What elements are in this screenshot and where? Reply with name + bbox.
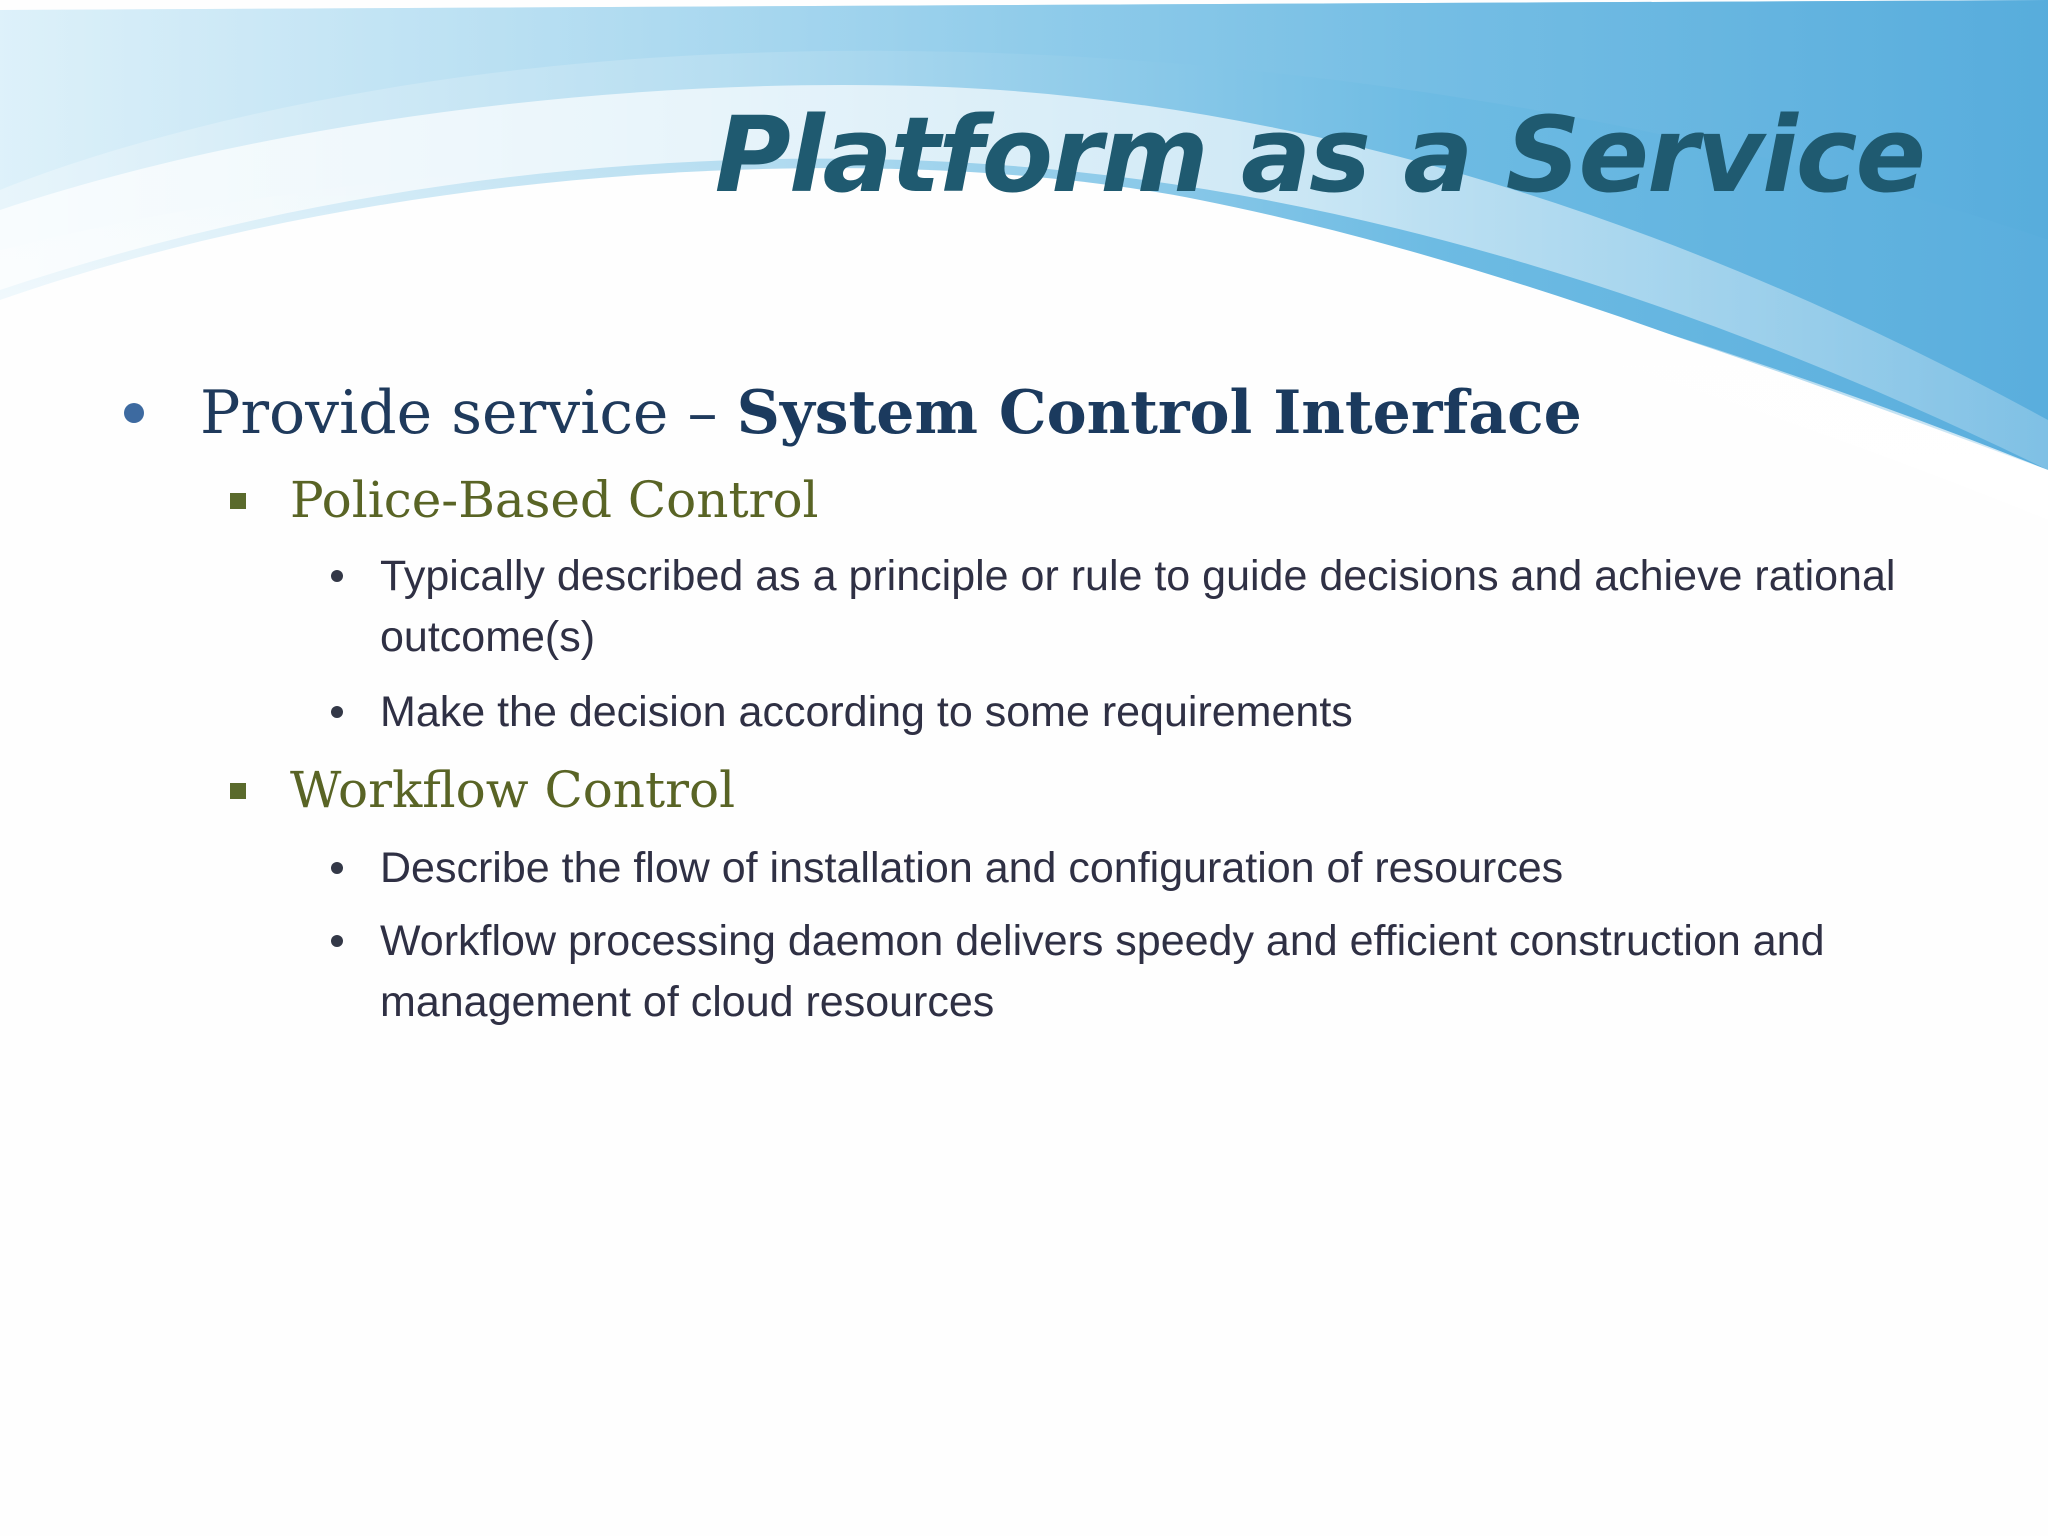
small-bullet (331, 862, 343, 874)
small-bullet (331, 935, 343, 947)
slide-title: Platform as a Service (714, 94, 1926, 216)
small-bullet (331, 706, 343, 718)
subheading-workflow-control: Workflow Control (290, 761, 736, 819)
bullet-prefix: Provide service – (200, 378, 737, 448)
list-item: Workflow processing daemon delivers spee… (380, 917, 1825, 1026)
square-bullet (230, 783, 246, 799)
bullet-level1: Provide service – System Control Interfa… (200, 383, 1582, 443)
subheading-police-based-control: Police-Based Control (290, 471, 819, 529)
square-bullet (230, 493, 246, 509)
background-wave (0, 0, 2048, 520)
list-item: Typically described as a principle or ru… (380, 552, 1896, 661)
list-item: Describe the flow of installation and co… (380, 844, 1564, 892)
bullet-dot (124, 403, 144, 423)
list-item: Make the decision according to some requ… (380, 688, 1353, 736)
bullet-emphasis: System Control Interface (736, 378, 1582, 448)
small-bullet (331, 570, 343, 582)
